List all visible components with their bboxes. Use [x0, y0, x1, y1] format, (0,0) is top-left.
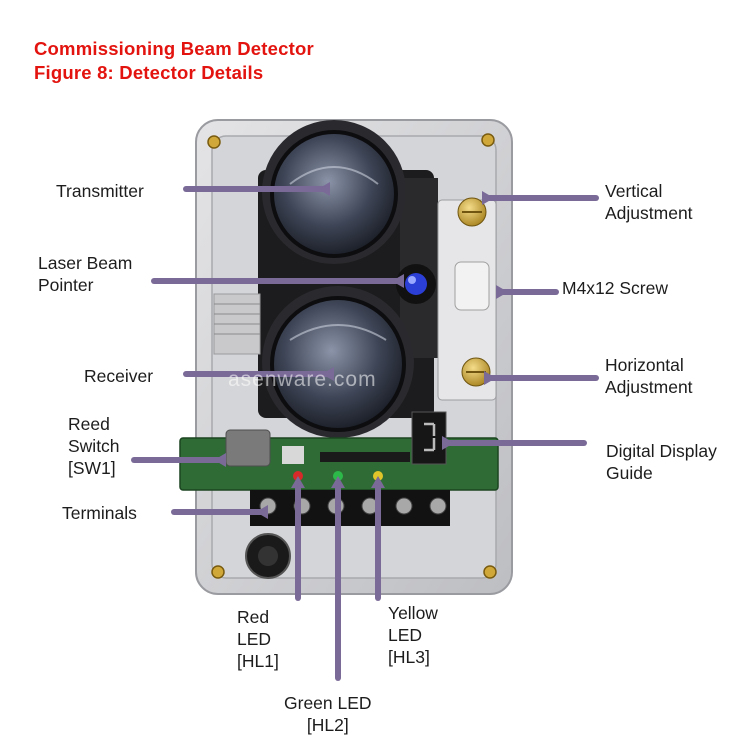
label-terminals: Terminals: [62, 503, 137, 523]
label-red-led: Red LED [HL1]: [237, 607, 279, 671]
label-green-led: Green LED [HL2]: [284, 693, 372, 735]
terminal-block: [250, 490, 450, 526]
label-vertical-adjustment: Vertical Adjustment: [605, 181, 693, 223]
figure-caption: Figure 8: Detector Details: [34, 62, 264, 83]
label-laser-beam-pointer: Laser Beam Pointer: [38, 253, 133, 295]
diagram-title: Commissioning Beam Detector: [34, 38, 314, 59]
callout-lines: [131, 186, 599, 681]
callout-arrowheads: [214, 182, 508, 519]
label-transmitter: Transmitter: [56, 181, 144, 201]
corner-screws: [207, 133, 497, 579]
label-m4x12-screw: M4x12 Screw: [562, 278, 669, 298]
label-digital-display-guide: Digital Display Guide: [606, 441, 717, 483]
label-horizontal-adjustment: Horizontal Adjustment: [605, 355, 693, 397]
watermark: asenware.com: [228, 368, 377, 391]
label-reed-switch: Reed Switch [SW1]: [68, 414, 120, 478]
label-receiver: Receiver: [84, 366, 154, 386]
digital-display: [411, 411, 447, 465]
label-yellow-led: Yellow LED [HL3]: [388, 603, 438, 667]
